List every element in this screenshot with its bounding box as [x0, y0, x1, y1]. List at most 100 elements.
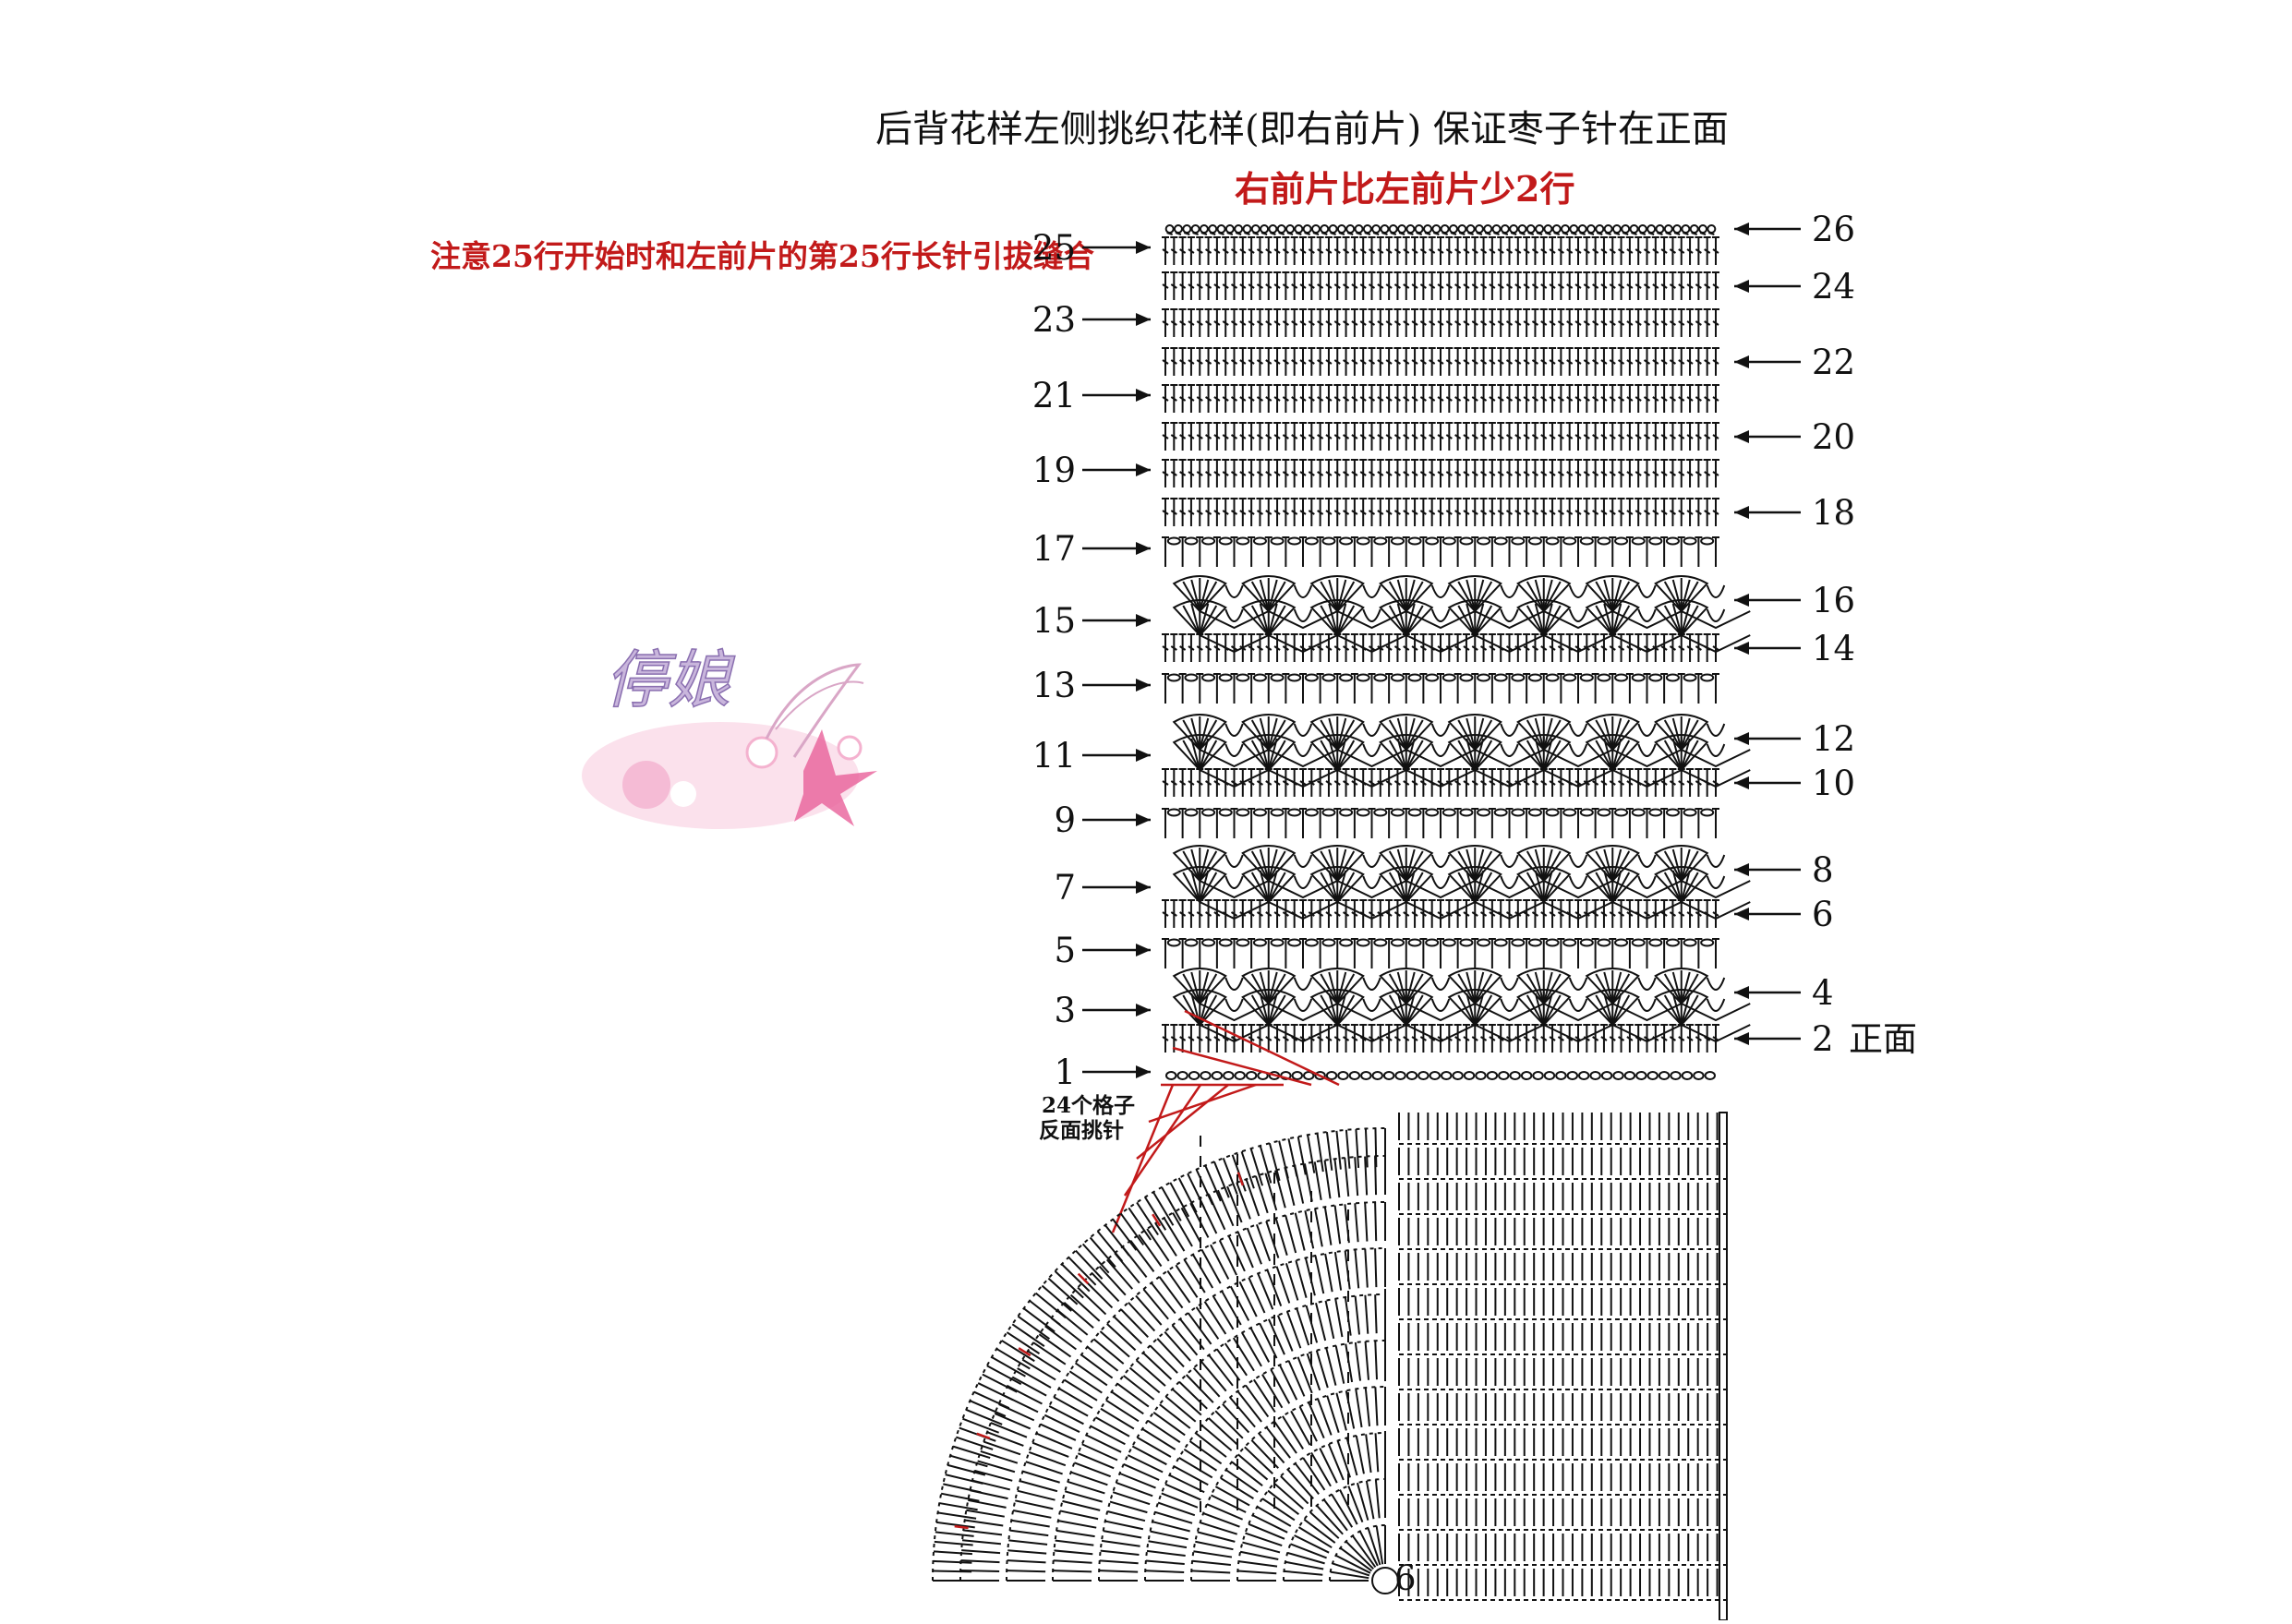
- radial-stitch: [1374, 1128, 1378, 1168]
- bobble-cluster: [1379, 734, 1434, 772]
- radial-stitch: [1111, 1390, 1144, 1415]
- bobble-cluster: [1585, 575, 1640, 613]
- chain-stitch: [1511, 808, 1526, 817]
- radial-stitch: [977, 1382, 1014, 1401]
- radial-stitch: [1295, 1259, 1308, 1298]
- radial-stitch: [952, 1445, 991, 1460]
- radial-stitch: [1326, 1395, 1340, 1434]
- row-number-22: 22: [1812, 343, 1855, 382]
- radial-stitch: [1191, 1254, 1214, 1289]
- row-number-19: 19: [1032, 451, 1076, 490]
- radial-stitch: [1358, 1531, 1379, 1567]
- chain-stitch: [1390, 673, 1405, 682]
- radial-stitch: [1375, 1525, 1384, 1565]
- chain-stitch: [1545, 673, 1560, 682]
- radial-stitch: [1294, 1534, 1330, 1554]
- radial-stitch: [1027, 1350, 1061, 1373]
- picot: [1182, 224, 1192, 234]
- chain-arc: [1568, 875, 1588, 889]
- chain-stitch: [1405, 1071, 1418, 1080]
- radial-stitch: [974, 1469, 1013, 1482]
- picot: [1448, 224, 1458, 234]
- radial-stitch: [1048, 1405, 1084, 1426]
- chain-stitch: [1356, 808, 1370, 817]
- chain-arc: [1224, 723, 1244, 737]
- picot: [1216, 224, 1226, 234]
- radial-stitch: [1225, 1469, 1259, 1493]
- chain-stitch: [1287, 938, 1302, 947]
- row-number-3: 3: [1054, 991, 1076, 1030]
- radial-stitch: [1055, 1539, 1094, 1546]
- radial-stitch: [1333, 1159, 1341, 1198]
- bobble-cluster: [1447, 866, 1502, 904]
- radial-stitch: [1374, 1479, 1381, 1519]
- pickup-marker: [1077, 1272, 1090, 1285]
- chain-stitch: [1658, 1071, 1671, 1080]
- chain-stitch: [1373, 536, 1388, 546]
- radial-stitch: [1161, 1186, 1182, 1221]
- chain-stitch: [1314, 1071, 1326, 1080]
- radial-stitch: [1195, 1306, 1220, 1340]
- radial-stitch: [1089, 1236, 1116, 1268]
- chain-stitch: [1665, 536, 1680, 546]
- radial-stitch: [1345, 1343, 1354, 1383]
- radial-stitch: [1222, 1403, 1250, 1434]
- radial-stitch: [1236, 1390, 1262, 1423]
- chain-stitch: [1545, 938, 1560, 947]
- chain-stitch: [1683, 673, 1697, 682]
- chain-stitch: [1597, 808, 1611, 817]
- picot: [1586, 224, 1596, 234]
- chain-stitch: [1325, 1071, 1338, 1080]
- radial-stitch: [1259, 1145, 1273, 1184]
- radial-stitch: [1152, 1521, 1190, 1533]
- chain-arc: [1293, 723, 1313, 737]
- radial-stitch: [1188, 1440, 1223, 1465]
- radial-stitch: [1324, 1300, 1335, 1340]
- radial-stitch: [1325, 1131, 1333, 1171]
- picot: [1405, 224, 1416, 234]
- radial-stitch: [1339, 1546, 1373, 1572]
- radial-stitch: [1255, 1223, 1272, 1262]
- radial-stitch: [1011, 1323, 1045, 1347]
- picot: [1371, 224, 1381, 234]
- chain-stitch: [1579, 673, 1594, 682]
- radial-stitch: [1074, 1462, 1112, 1478]
- bobble-cluster: [1447, 968, 1502, 1005]
- radial-stitch: [1053, 1396, 1089, 1417]
- chain-stitch: [1407, 673, 1422, 682]
- radial-stitch: [1195, 1432, 1227, 1458]
- chain-stitch: [1493, 536, 1508, 546]
- chain-stitch: [1348, 1071, 1361, 1080]
- chain-stitch: [1417, 1071, 1429, 1080]
- radial-stitch: [1335, 1130, 1342, 1170]
- radial-stitch: [1104, 1224, 1130, 1257]
- chain-stitch: [1477, 673, 1491, 682]
- radial-stitch: [1017, 1489, 1056, 1501]
- picot: [1242, 224, 1252, 234]
- chain-stitch: [1543, 1071, 1556, 1080]
- picot: [1611, 224, 1622, 234]
- chain-arc: [1500, 998, 1519, 1012]
- chain-stitch: [1407, 808, 1422, 817]
- chain-stitch: [1589, 1071, 1601, 1080]
- radial-stitch: [963, 1529, 1003, 1536]
- radial-stitch: [1335, 1554, 1371, 1574]
- radial-stitch: [1323, 1207, 1333, 1245]
- radial-stitch: [1031, 1441, 1069, 1458]
- radial-stitch: [943, 1483, 982, 1494]
- radial-stitch: [1081, 1243, 1110, 1274]
- chain-stitch: [1520, 1071, 1533, 1080]
- chain-stitch: [1390, 536, 1405, 546]
- pickup-marker: [1018, 1347, 1031, 1357]
- radial-stitch: [1294, 1212, 1306, 1251]
- chain-stitch: [1459, 536, 1474, 546]
- radial-stitch: [1286, 1311, 1302, 1349]
- radial-stitch: [1009, 1529, 1049, 1537]
- radial-stitch: [1296, 1307, 1310, 1346]
- chain-stitch: [1600, 1071, 1613, 1080]
- bobble-cluster: [1585, 968, 1640, 1005]
- chain-stitch: [1665, 673, 1680, 682]
- chain-stitch: [1166, 808, 1181, 817]
- chain-stitch: [1597, 536, 1611, 546]
